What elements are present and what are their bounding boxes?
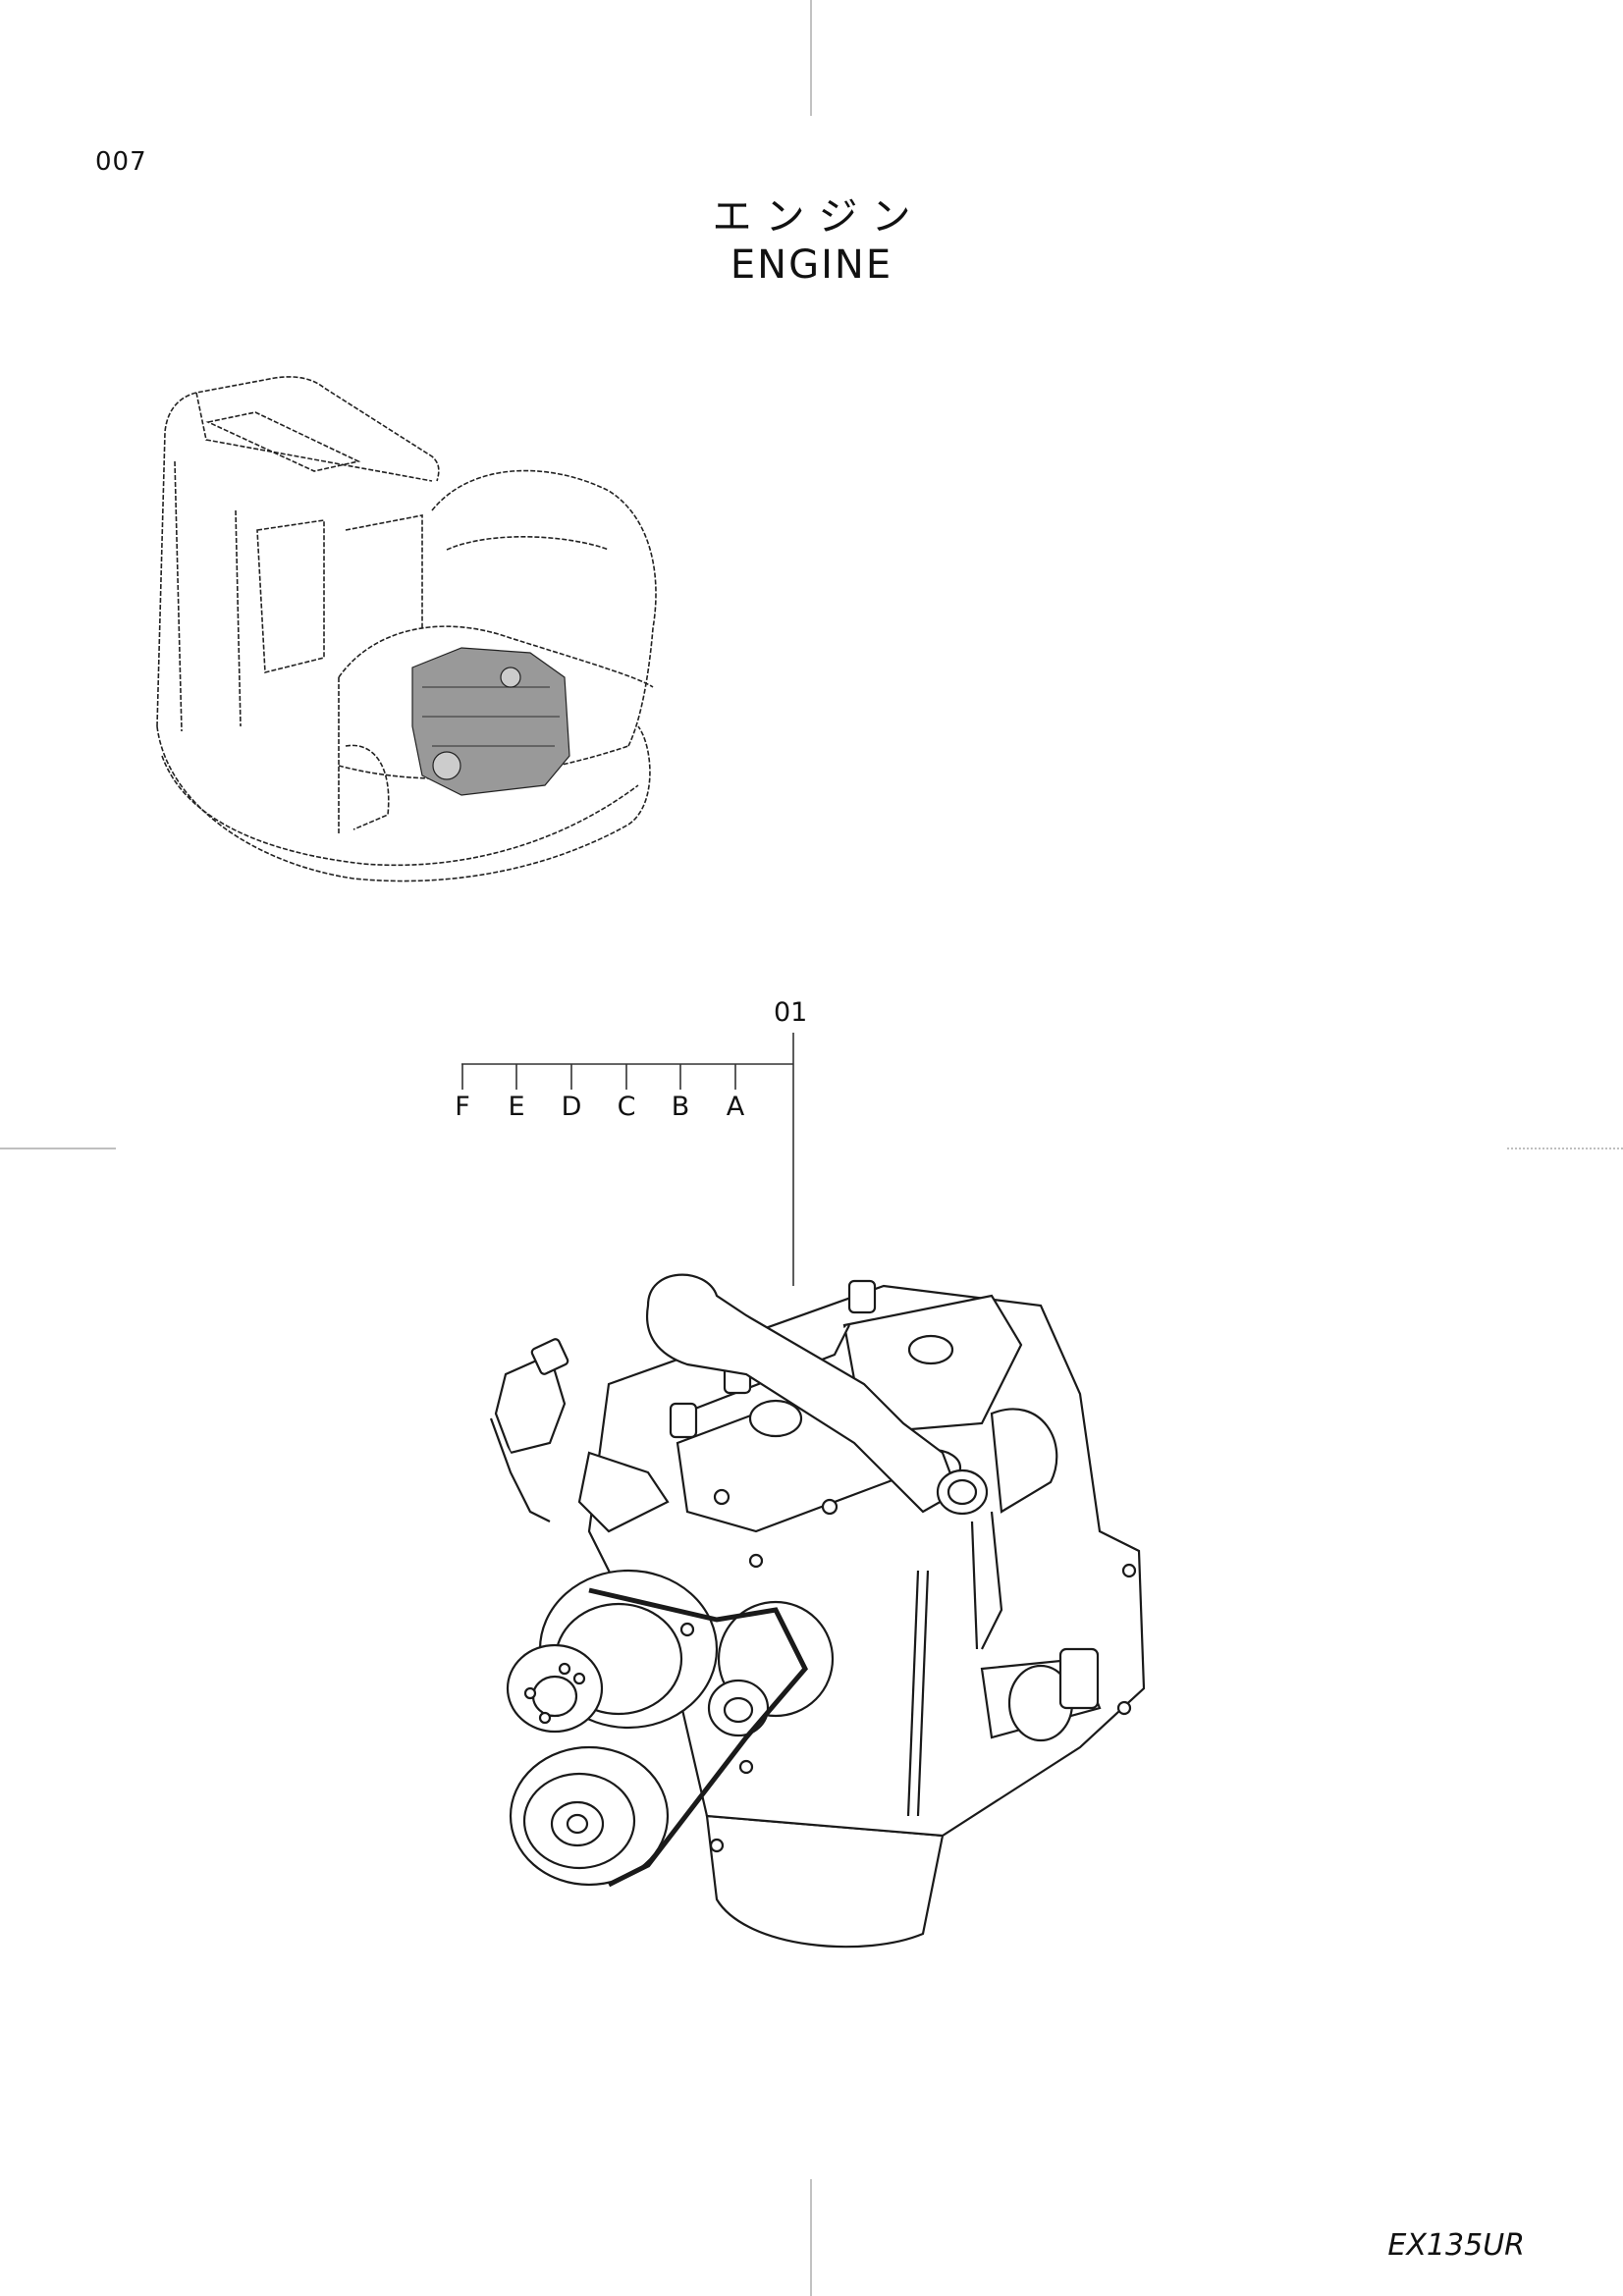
sub-item-label: F bbox=[455, 1092, 470, 1122]
model-code: EX135UR bbox=[1387, 2228, 1525, 2263]
sub-item-label: C bbox=[617, 1092, 636, 1122]
sub-item-label: E bbox=[508, 1092, 525, 1122]
engine-inset bbox=[411, 647, 570, 796]
page-title-japanese: エンジン bbox=[712, 194, 925, 240]
part-reference-number: 01 bbox=[774, 997, 808, 1028]
callout-leader-lines bbox=[461, 1033, 794, 1286]
engine-illustration bbox=[489, 1273, 1146, 1949]
page-title: ENGINE bbox=[730, 242, 893, 288]
excavator-overview-illustration bbox=[156, 376, 657, 882]
sub-item-label: B bbox=[671, 1092, 690, 1122]
sub-item-label: D bbox=[561, 1092, 582, 1122]
page-number: 007 bbox=[95, 147, 147, 177]
sub-item-label: A bbox=[726, 1092, 745, 1122]
